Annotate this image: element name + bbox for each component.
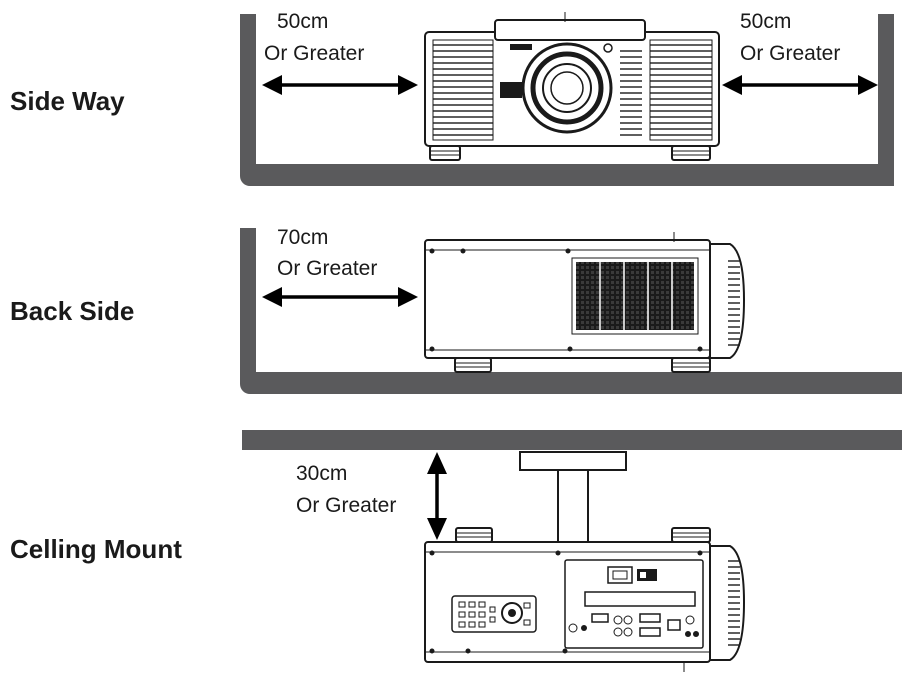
clearance-distance: 50cm <box>277 10 328 33</box>
projector-front-icon <box>424 12 720 161</box>
double-arrow-icon <box>262 287 418 307</box>
clearance-distance: 70cm <box>277 226 328 249</box>
clearance-ceiling: 30cm Or Greater <box>296 452 447 540</box>
clearance-back: 70cm Or Greater <box>262 226 418 307</box>
wall-enclosure <box>240 14 894 186</box>
double-arrow-icon <box>722 75 878 95</box>
projector-side-icon <box>424 232 746 373</box>
section-title: Side Way <box>10 86 125 116</box>
double-arrow-icon <box>262 75 418 95</box>
clearance-note: Or Greater <box>296 494 396 517</box>
section-title: Back Side <box>10 296 134 326</box>
clearance-note: Or Greater <box>264 42 364 65</box>
section-back-side: Back Side <box>10 226 902 394</box>
clearance-distance: 30cm <box>296 462 347 485</box>
section-ceiling-mount: Celling Mount <box>10 430 902 672</box>
ceiling-slab <box>242 430 902 450</box>
clearance-left: 50cm Or Greater <box>262 10 418 95</box>
clearance-distance: 50cm <box>740 10 791 33</box>
clearance-note: Or Greater <box>740 42 840 65</box>
double-arrow-icon <box>427 452 447 540</box>
clearance-right: 50cm Or Greater <box>722 10 878 95</box>
clearance-note: Or Greater <box>277 257 377 280</box>
section-title: Celling Mount <box>10 534 182 564</box>
ceiling-mount-bracket-icon <box>519 451 627 543</box>
section-side-way: Side Way <box>10 10 894 186</box>
projector-rear-icon <box>424 527 746 672</box>
wall-enclosure <box>240 228 902 394</box>
